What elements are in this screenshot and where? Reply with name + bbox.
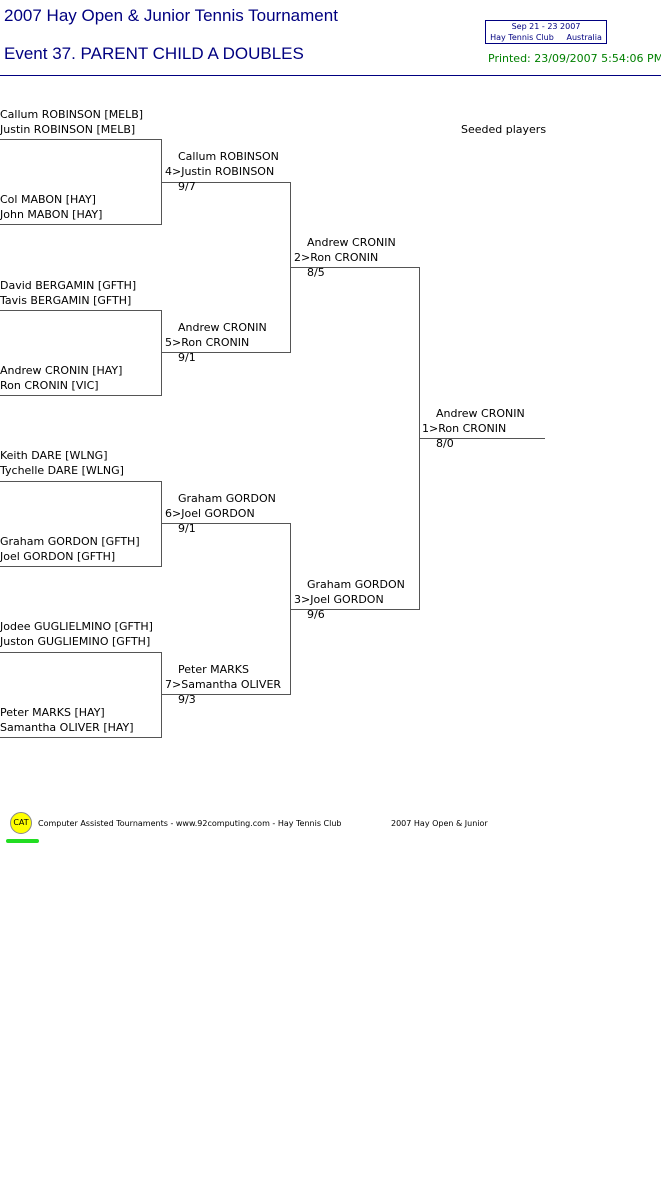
r1-team5-line <box>0 481 162 482</box>
r2-winner2-p1: Andrew CRONIN <box>178 321 267 334</box>
venue-box: Sep 21 - 23 2007 Hay Tennis Club Austral… <box>485 20 607 44</box>
footer-credit: Computer Assisted Tournaments - www.92co… <box>38 819 342 828</box>
r2-winner3-p2: 6>Joel GORDON <box>165 507 255 520</box>
r2-winner4-p2: 7>Samantha OLIVER <box>165 678 282 691</box>
r1-team8-p2: Samantha OLIVER [HAY] <box>0 721 134 734</box>
venue-dates: Sep 21 - 23 2007 <box>511 22 581 31</box>
r2-winner4-p1: Peter MARKS <box>178 663 249 676</box>
r1-team2-p2: John MABON [HAY] <box>0 208 103 221</box>
r1-team3-line <box>0 310 162 311</box>
r2-winner2-p2: 5>Ron CRONIN <box>165 336 250 349</box>
r1-team4-line <box>0 395 162 396</box>
final-winner-line <box>420 438 545 439</box>
printed-timestamp: Printed: 23/09/2007 5:54:06 PM <box>488 52 661 65</box>
r1-team7-p2: Juston GUGLIEMINO [GFTH] <box>0 635 151 648</box>
r1-team5-p1: Keith DARE [WLNG] <box>0 449 108 462</box>
r1-match2-connector <box>161 310 162 396</box>
cat-logo: CAT <box>10 812 32 834</box>
r3-final-connector <box>419 267 420 610</box>
footer-event-name: 2007 Hay Open & Junior <box>391 819 488 828</box>
r2-winner1-p2: 4>Justin ROBINSON <box>165 165 275 178</box>
r1-team1-p1: Callum ROBINSON [MELB] <box>0 108 144 121</box>
r2-winner4-score: 9/3 <box>178 693 196 706</box>
r2-winner4-line <box>162 694 291 695</box>
r2-winner1-p1: Callum ROBINSON <box>178 150 279 163</box>
r1-team3-p2: Tavis BERGAMIN [GFTH] <box>0 294 132 307</box>
r1-team2-p1: Col MABON [HAY] <box>0 193 96 206</box>
cat-logo-underline <box>6 839 39 843</box>
r3-winner2-line <box>291 609 420 610</box>
r1-match1-connector <box>161 139 162 225</box>
tournament-title: 2007 Hay Open & Junior Tennis Tournament <box>4 6 338 25</box>
r1-team8-line <box>0 737 162 738</box>
r1-team4-p2: Ron CRONIN [VIC] <box>0 379 99 392</box>
r2-winner3-score: 9/1 <box>178 522 196 535</box>
r2-winner1-line <box>162 182 291 183</box>
r1-team6-p2: Joel GORDON [GFTH] <box>0 550 116 563</box>
r1-team7-line <box>0 652 162 653</box>
r1-team6-line <box>0 566 162 567</box>
r1-team2-line <box>0 224 162 225</box>
r1-team5-p2: Tychelle DARE [WLNG] <box>0 464 124 477</box>
r2-semi2-connector <box>290 523 291 695</box>
r3-winner2-p1: Graham GORDON <box>307 578 405 591</box>
r3-winner2-score: 9/6 <box>307 608 325 621</box>
r3-winner1-score: 8/5 <box>307 266 325 279</box>
r3-winner1-line <box>291 267 420 268</box>
r1-team4-p1: Andrew CRONIN [HAY] <box>0 364 123 377</box>
r1-team3-p1: David BERGAMIN [GFTH] <box>0 279 137 292</box>
r2-semi1-connector <box>290 182 291 353</box>
final-winner-p1: Andrew CRONIN <box>436 407 525 420</box>
r3-winner1-p1: Andrew CRONIN <box>307 236 396 249</box>
r3-winner1-p2: 2>Ron CRONIN <box>294 251 379 264</box>
event-title: Event 37. PARENT CHILD A DOUBLES <box>4 44 304 63</box>
r2-winner3-p1: Graham GORDON <box>178 492 276 505</box>
r1-match4-connector <box>161 652 162 738</box>
r1-team6-p1: Graham GORDON [GFTH] <box>0 535 140 548</box>
header-divider <box>0 75 661 76</box>
seeded-players-label: Seeded players <box>461 123 547 136</box>
r1-team7-p1: Jodee GUGLIELMINO [GFTH] <box>0 620 153 633</box>
r1-team1-line <box>0 139 162 140</box>
r2-winner3-line <box>162 523 291 524</box>
final-winner-score: 8/0 <box>436 437 454 450</box>
r2-winner2-line <box>162 352 291 353</box>
r1-team8-p1: Peter MARKS [HAY] <box>0 706 105 719</box>
venue-place: Hay Tennis Club Australia <box>490 33 602 42</box>
r2-winner1-score: 9/7 <box>178 180 196 193</box>
r1-match3-connector <box>161 481 162 567</box>
r3-winner2-p2: 3>Joel GORDON <box>294 593 384 606</box>
r1-team1-p2: Justin ROBINSON [MELB] <box>0 123 136 136</box>
final-winner-p2: 1>Ron CRONIN <box>422 422 507 435</box>
r2-winner2-score: 9/1 <box>178 351 196 364</box>
